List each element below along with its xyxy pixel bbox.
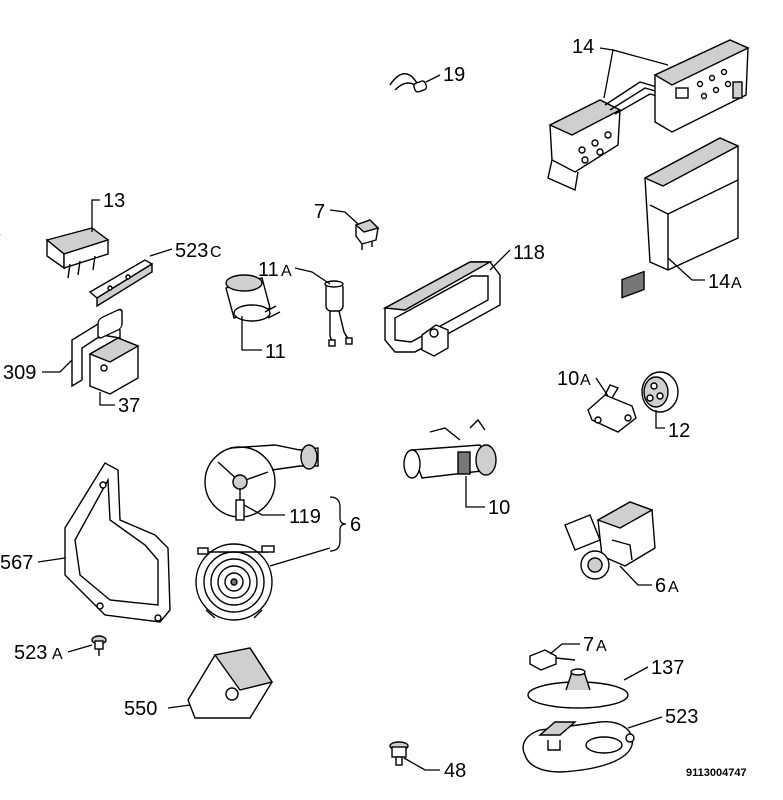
callout-7: 7 <box>314 201 359 225</box>
label-14a-number: 14 <box>708 271 730 293</box>
label-14: 14 <box>572 36 594 58</box>
callout-6-lead <box>269 547 331 567</box>
callout-12: 12 <box>655 410 690 442</box>
label-7: 7 <box>314 201 325 223</box>
callout-48: 48 <box>403 757 466 782</box>
label-118: 118 <box>513 242 545 264</box>
callout-37: 37 <box>99 392 140 417</box>
label-523c-suffix: C <box>210 244 222 261</box>
part-7-relay[interactable] <box>354 219 380 250</box>
label-7a-suffix: A <box>596 638 607 655</box>
part-523-base-tray[interactable] <box>522 721 635 773</box>
callout-11a: 11 A <box>258 259 331 285</box>
callout-10a: 10 A <box>557 368 609 397</box>
label-48: 48 <box>444 760 466 782</box>
callout-523c: 523 C <box>149 240 222 262</box>
callout-14: 14 <box>572 36 669 99</box>
label-309: 309 <box>3 362 36 384</box>
label-10: 10 <box>488 497 510 519</box>
part-7a-micro-switch[interactable] <box>529 649 576 671</box>
label-550: 550 <box>124 698 157 720</box>
part-12-cap[interactable] <box>641 371 679 413</box>
callout-10: 10 <box>465 476 510 519</box>
label-523a-number: 523 <box>14 642 47 664</box>
label-6a-number: 6 <box>655 575 666 597</box>
callout-309: 309 <box>3 359 73 384</box>
brace-group-6: 6 <box>329 496 361 552</box>
callout-567: 567 <box>0 552 66 574</box>
part-550-cover[interactable] <box>187 647 274 719</box>
part-13-switch-block[interactable] <box>0 227 110 279</box>
label-567: 567 <box>0 552 33 574</box>
label-7a-number: 7 <box>583 634 594 656</box>
part-10a-clip[interactable] <box>587 384 637 433</box>
callout-523a: 523 A <box>14 642 93 664</box>
part-523a-screw[interactable] <box>91 635 107 656</box>
part-14a-module[interactable] <box>643 0 740 271</box>
callout-11: 11 <box>241 316 286 363</box>
label-10a-number: 10 <box>557 368 579 390</box>
label-119: 119 <box>289 506 321 528</box>
drawing-code: 9113004747 <box>686 767 747 779</box>
callout-6a: 6 A <box>619 565 679 597</box>
part-10-heater-sump[interactable] <box>403 418 497 479</box>
label-12: 12 <box>668 420 690 442</box>
label-6a-suffix: A <box>668 579 679 596</box>
part-37-pump-block[interactable] <box>88 308 140 395</box>
label-19: 19 <box>443 64 465 86</box>
label-11: 11 <box>265 341 286 363</box>
label-6: 6 <box>350 514 361 536</box>
callout-119: 119 <box>243 504 321 528</box>
label-13: 13 <box>103 190 125 212</box>
part-137-float[interactable] <box>527 668 629 709</box>
callout-550: 550 <box>124 698 191 720</box>
part-11a-capacitor[interactable] <box>324 280 353 347</box>
callout-13: 13 <box>91 190 125 232</box>
label-523c-number: 523 <box>175 240 208 262</box>
part-48-plug[interactable] <box>389 741 409 766</box>
part-6-fan-motor[interactable] <box>195 543 275 621</box>
callout-19: 19 <box>425 64 465 86</box>
label-37: 37 <box>118 395 140 417</box>
part-119-fan-housing[interactable] <box>204 444 319 521</box>
callout-137: 137 <box>623 657 684 681</box>
callout-7a: 7 A <box>549 634 607 656</box>
callout-118: 118 <box>489 242 545 271</box>
part-6a-drain-pump[interactable] <box>564 270 656 580</box>
part-11-capacitor[interactable] <box>225 274 281 322</box>
label-137: 137 <box>651 657 684 679</box>
label-11a-number: 11 <box>258 259 279 281</box>
label-11a-suffix: A <box>281 263 292 280</box>
part-118-housing[interactable] <box>382 261 501 357</box>
part-523c-bracket[interactable] <box>88 259 154 308</box>
label-10a-suffix: A <box>580 372 591 389</box>
part-19-sensor[interactable] <box>389 73 428 93</box>
part-567-duct-cover[interactable] <box>64 462 171 623</box>
label-523: 523 <box>665 706 698 728</box>
label-14a-suffix: A <box>731 275 742 292</box>
callout-523: 523 <box>627 706 698 729</box>
part-14-control-modules[interactable] <box>547 39 750 192</box>
label-523a-suffix: A <box>52 646 63 663</box>
callout-14a: 14 A <box>667 257 742 293</box>
